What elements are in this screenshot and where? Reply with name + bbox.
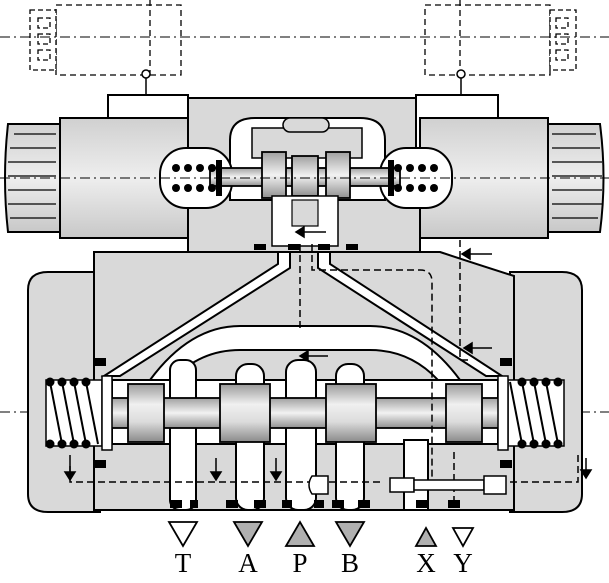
flow-arrows bbox=[63, 225, 593, 482]
pilot-spool bbox=[209, 151, 401, 199]
port-b-symbol bbox=[334, 521, 366, 548]
bottom-orifice-right bbox=[389, 475, 507, 495]
port-t-label: T bbox=[175, 548, 192, 578]
pilot-spring-left bbox=[172, 160, 222, 196]
port-p-label: P bbox=[292, 548, 307, 578]
bottom-plug-left bbox=[308, 475, 329, 495]
port-x-label: X bbox=[416, 548, 436, 578]
bottom-seals bbox=[170, 500, 460, 508]
port-p-symbol bbox=[284, 520, 316, 547]
pilot-screw-right bbox=[456, 69, 466, 95]
pilot-outlet-channel bbox=[254, 195, 358, 250]
port-a-label: A bbox=[238, 548, 258, 578]
pilot-dashed-lines bbox=[69, 240, 579, 500]
port-a-symbol bbox=[232, 521, 264, 548]
port-y-label: Y bbox=[453, 548, 473, 578]
port-y-symbol bbox=[451, 527, 475, 548]
main-spring-right bbox=[497, 358, 565, 468]
main-spool bbox=[91, 383, 519, 443]
main-spring-left bbox=[45, 358, 113, 468]
port-x-symbol bbox=[414, 526, 438, 547]
pilot-screw-left bbox=[141, 69, 151, 95]
port-b-label: B bbox=[341, 548, 359, 578]
pilot-connector-right bbox=[549, 9, 577, 71]
pilot-spring-right bbox=[388, 160, 438, 196]
pilot-connector-left bbox=[29, 9, 57, 71]
port-t-symbol bbox=[167, 521, 199, 548]
